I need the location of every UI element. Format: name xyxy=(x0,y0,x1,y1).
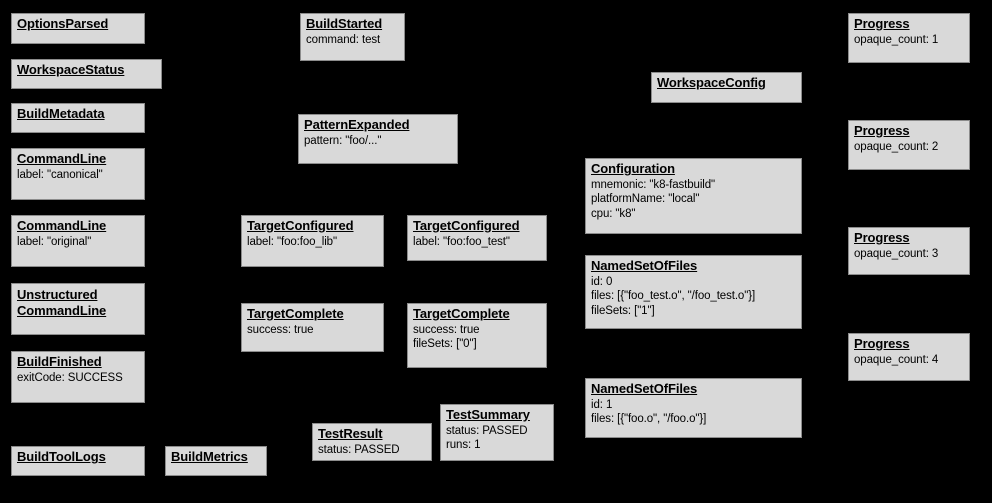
node-field: files: [{"foo_test.o", "/foo_test.o"}] xyxy=(591,290,756,303)
node-target-complete-lib[interactable]: TargetComplete success: true xyxy=(241,303,384,352)
node-fields: status: PASSED runs: 1 xyxy=(446,424,548,453)
node-title: BuildMetrics xyxy=(171,449,248,464)
node-field: label: "foo:foo_test" xyxy=(413,236,510,248)
node-fields: label: "canonical" xyxy=(17,168,139,182)
node-named-set-of-files-0[interactable]: NamedSetOfFiles id: 0 files: [{"foo_test.o… xyxy=(585,255,802,329)
node-fields: label: "foo:foo_test" xyxy=(413,235,541,249)
node-title: Progress xyxy=(854,16,910,31)
node-fields: mnemonic: "k8-fastbuild" platformName: "l… xyxy=(591,178,796,221)
node-field: mnemonic: "k8-fastbuild" xyxy=(591,179,716,191)
node-field: status: PASSED xyxy=(446,425,528,437)
node-command-line-original[interactable]: CommandLine label: "original" xyxy=(11,215,145,267)
node-field: pattern: "foo/..." xyxy=(304,135,382,147)
node-title: Progress xyxy=(854,230,910,245)
node-pattern-expanded[interactable]: PatternExpanded pattern: "foo/..." xyxy=(298,114,458,164)
node-field: exitCode: SUCCESS xyxy=(17,372,123,384)
node-field: id: 1 xyxy=(591,399,613,411)
node-field: id: 0 xyxy=(591,276,613,288)
node-title: TargetComplete xyxy=(247,306,344,321)
node-named-set-of-files-1[interactable]: NamedSetOfFiles id: 1 files: [{"foo.o", "/… xyxy=(585,378,802,438)
node-title: TargetComplete xyxy=(413,306,510,321)
node-title: BuildMetadata xyxy=(17,106,105,121)
node-fields: label: "original" xyxy=(17,235,139,249)
node-fields: id: 1 files: [{"foo.o", "/foo.o"}] xyxy=(591,398,796,427)
node-field: label: "canonical" xyxy=(17,169,103,181)
node-progress-1[interactable]: Progress opaque_count: 1 xyxy=(848,13,970,63)
node-title: TargetConfigured xyxy=(413,218,520,233)
node-field: files: [{"foo.o", "/foo.o"}] xyxy=(591,413,707,426)
node-title: Progress xyxy=(854,123,910,138)
node-fields: status: PASSED xyxy=(318,443,426,457)
node-test-summary[interactable]: TestSummary status: PASSED runs: 1 xyxy=(440,404,554,461)
node-field: label: "foo:foo_lib" xyxy=(247,236,337,248)
node-target-complete-test[interactable]: TargetComplete success: true fileSets: ["0… xyxy=(407,303,547,368)
node-field: platformName: "local" xyxy=(591,193,700,206)
node-title: TestResult xyxy=(318,426,383,441)
node-target-configured-foo-lib[interactable]: TargetConfigured label: "foo:foo_lib" xyxy=(241,215,384,267)
node-fields: command: test xyxy=(306,33,399,47)
node-title: WorkspaceConfig xyxy=(657,75,766,90)
node-command-line-canonical[interactable]: CommandLine label: "canonical" xyxy=(11,148,145,200)
node-progress-2[interactable]: Progress opaque_count: 2 xyxy=(848,120,970,170)
node-fields: opaque_count: 3 xyxy=(854,247,964,261)
node-title: CommandLine xyxy=(17,218,107,233)
node-title: BuildToolLogs xyxy=(17,449,106,464)
node-title: NamedSetOfFiles xyxy=(591,381,698,396)
node-fields: opaque_count: 2 xyxy=(854,140,964,154)
node-field: cpu: "k8" xyxy=(591,207,636,220)
node-options-parsed[interactable]: OptionsParsed xyxy=(11,13,145,44)
node-field: opaque_count: 1 xyxy=(854,34,939,46)
node-build-tool-logs[interactable]: BuildToolLogs xyxy=(11,446,145,476)
node-field: success: true xyxy=(413,324,480,336)
node-title: OptionsParsed xyxy=(17,16,109,31)
node-fields: exitCode: SUCCESS xyxy=(17,371,139,385)
node-title: TestSummary xyxy=(446,407,530,422)
node-title: TargetConfigured xyxy=(247,218,354,233)
node-workspace-config[interactable]: WorkspaceConfig xyxy=(651,72,802,103)
node-fields: opaque_count: 1 xyxy=(854,33,964,47)
node-target-configured-foo-test[interactable]: TargetConfigured label: "foo:foo_test" xyxy=(407,215,547,261)
node-fields: id: 0 files: [{"foo_test.o", "/foo_test.o… xyxy=(591,275,796,318)
node-title: Progress xyxy=(854,336,910,351)
node-title: BuildStarted xyxy=(306,16,383,31)
node-field: success: true xyxy=(247,324,314,336)
node-progress-3[interactable]: Progress opaque_count: 3 xyxy=(848,227,970,275)
node-fields: opaque_count: 4 xyxy=(854,353,964,367)
node-progress-4[interactable]: Progress opaque_count: 4 xyxy=(848,333,970,381)
node-build-finished[interactable]: BuildFinished exitCode: SUCCESS xyxy=(11,351,145,403)
node-field: label: "original" xyxy=(17,236,92,248)
node-field: opaque_count: 3 xyxy=(854,248,939,260)
node-title: CommandLine xyxy=(17,151,107,166)
node-field: status: PASSED xyxy=(318,444,400,456)
node-title: Unstructured CommandLine xyxy=(17,287,107,318)
node-test-result[interactable]: TestResult status: PASSED xyxy=(312,423,432,461)
node-fields: success: true fileSets: ["0"] xyxy=(413,323,541,352)
node-field: opaque_count: 2 xyxy=(854,141,939,153)
node-field: opaque_count: 4 xyxy=(854,354,939,366)
node-unstructured-command-line[interactable]: Unstructured CommandLine xyxy=(11,283,145,335)
node-workspace-status[interactable]: WorkspaceStatus xyxy=(11,59,162,89)
node-build-metrics[interactable]: BuildMetrics xyxy=(165,446,267,476)
node-fields: success: true xyxy=(247,323,378,337)
node-build-started[interactable]: BuildStarted command: test xyxy=(300,13,405,61)
node-title: NamedSetOfFiles xyxy=(591,258,698,273)
node-field: command: test xyxy=(306,34,381,46)
node-configuration[interactable]: Configuration mnemonic: "k8-fastbuild" pla… xyxy=(585,158,802,234)
node-title: Configuration xyxy=(591,161,675,176)
node-fields: pattern: "foo/..." xyxy=(304,134,452,148)
node-field: fileSets: ["0"] xyxy=(413,338,477,351)
node-field: runs: 1 xyxy=(446,439,481,452)
node-title: PatternExpanded xyxy=(304,117,410,132)
node-title: WorkspaceStatus xyxy=(17,62,125,77)
node-title: BuildFinished xyxy=(17,354,102,369)
node-fields: label: "foo:foo_lib" xyxy=(247,235,378,249)
node-build-metadata[interactable]: BuildMetadata xyxy=(11,103,145,133)
node-field: fileSets: ["1"] xyxy=(591,304,655,317)
